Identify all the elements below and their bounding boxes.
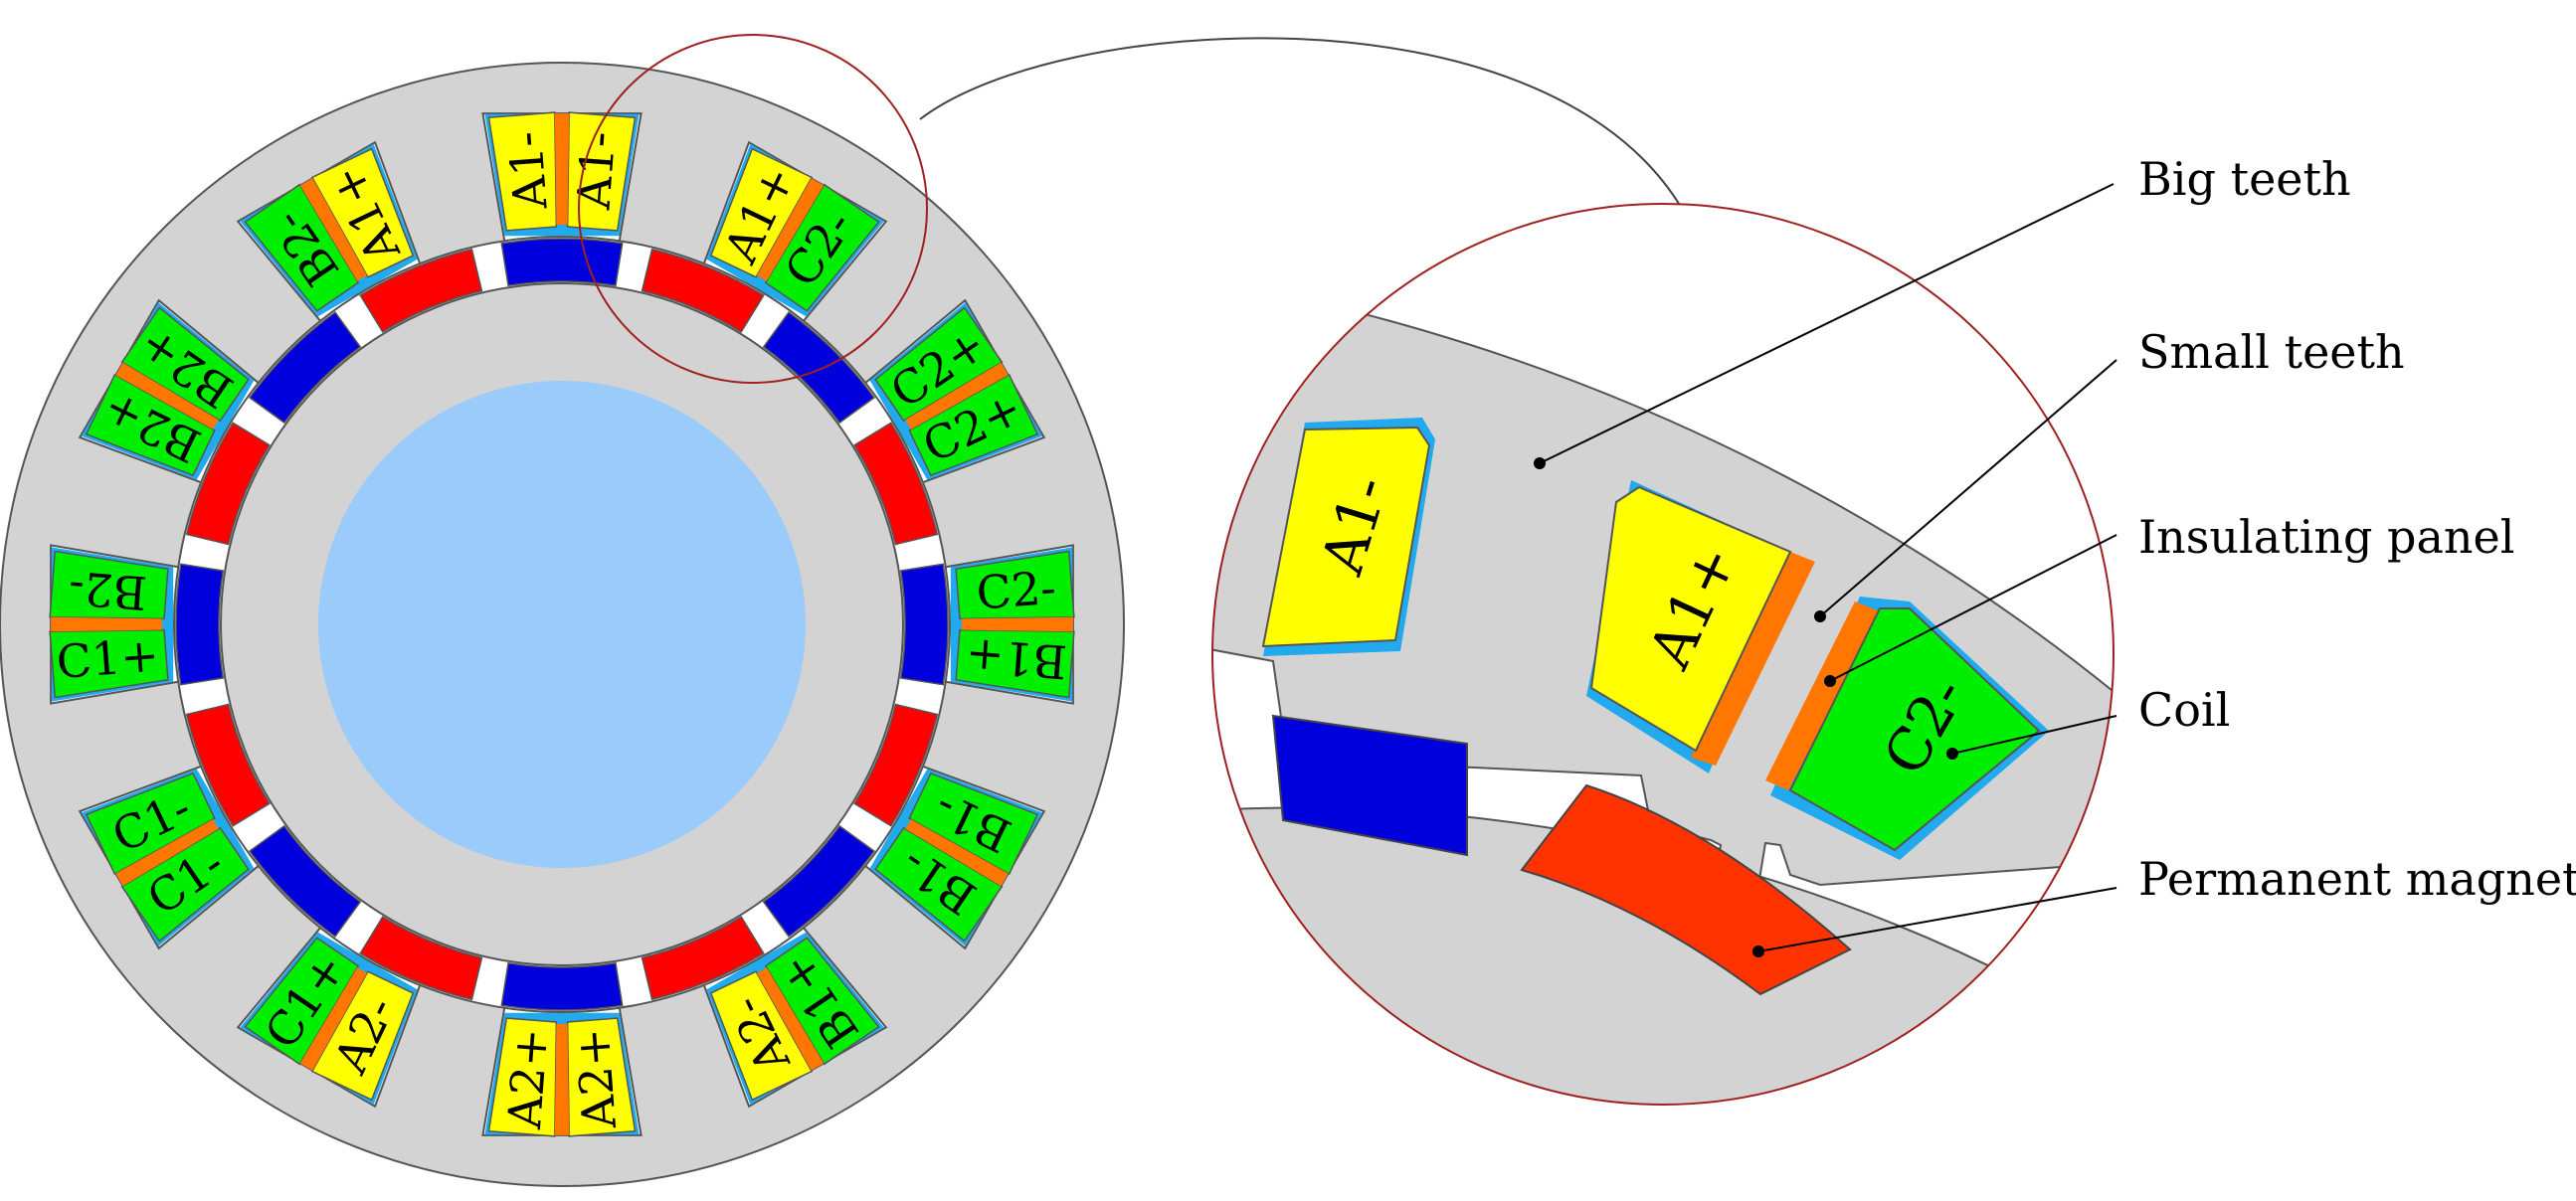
leader-insulating-panel <box>1829 534 2117 682</box>
leader-dot-permanent-magnet <box>1752 945 1764 957</box>
rotor-magnet <box>762 824 875 938</box>
insulating-panel <box>905 819 1009 887</box>
rotor-magnet <box>359 916 483 1001</box>
rotor-magnet <box>641 248 765 333</box>
insulating-panel <box>962 616 1073 632</box>
insulating-panel <box>757 178 825 281</box>
insulating-panel <box>115 362 219 429</box>
insulating-panel <box>299 967 367 1071</box>
rotor-magnet <box>185 422 271 546</box>
coil-right <box>709 970 814 1102</box>
label-small-teeth: Small teeth <box>2138 325 2405 379</box>
rotor-magnet <box>500 961 624 1011</box>
coil-left <box>244 183 360 312</box>
coil-left <box>120 826 250 943</box>
insulating-panel <box>299 178 367 281</box>
label-insulating-panel: Insulating panel <box>2138 510 2515 564</box>
coil-label: B2- <box>67 561 148 620</box>
coil-label: B1+ <box>964 628 1068 689</box>
coil-label: C2- <box>975 561 1058 620</box>
stator-coils: A1-A1-A1+C2-C2+C2+C2-B1+B1-B1-B1+A2-A2+A… <box>49 111 1075 1137</box>
label-big-teeth: Big teeth <box>2138 152 2351 206</box>
coil-right <box>908 373 1039 477</box>
coil-right <box>310 147 415 278</box>
magnifier-connector <box>919 37 1682 208</box>
insulating-panel <box>757 967 825 1071</box>
coil-left <box>566 1017 637 1137</box>
label-coil: Coil <box>2138 683 2230 737</box>
rotor-magnet <box>249 311 362 425</box>
insulating-panel <box>905 362 1009 429</box>
insulating-panel <box>554 113 570 225</box>
coil-label: A1- <box>498 129 558 212</box>
zoom-magnet-blue <box>1271 714 1468 857</box>
coil-left <box>908 772 1039 876</box>
shaft <box>318 381 806 868</box>
coil-left <box>487 111 558 232</box>
leader-dot-big-teeth <box>1534 457 1546 469</box>
coil-left <box>85 373 216 477</box>
insulating-panel <box>51 616 162 632</box>
rotor-magnet <box>899 563 949 686</box>
rotor-magnet <box>249 824 362 938</box>
coil-label: A2+ <box>497 1026 558 1131</box>
coil-left <box>955 550 1075 620</box>
rotor-magnet <box>500 238 624 287</box>
leader-small-teeth <box>1819 359 2117 617</box>
coil-right <box>85 772 216 876</box>
leader-permanent-magnet <box>1757 887 2117 952</box>
rotor-magnet <box>641 916 765 1001</box>
zoom-coil-2 <box>1589 485 1792 753</box>
coil-left <box>874 306 1004 423</box>
zoom-coil-1 <box>1261 426 1431 648</box>
rotor-magnet <box>853 703 939 827</box>
leader-dot-insulating-panel <box>1824 675 1836 687</box>
coil-left <box>764 937 880 1066</box>
coil-right <box>566 111 637 232</box>
label-permanent-magnet: Permanent magnet <box>2138 852 2576 906</box>
coil-left <box>49 628 169 699</box>
zoom-orange-panel-2 <box>1691 552 1815 766</box>
leader-coil <box>1951 715 2117 755</box>
zoom-magnet-red <box>1520 783 1852 996</box>
zoom-orange-panel-3 <box>1765 601 1880 790</box>
leader-dot-small-teeth <box>1814 610 1826 622</box>
coil-left <box>709 147 814 278</box>
rotor-magnet <box>762 311 875 425</box>
insulating-panel <box>554 1024 570 1135</box>
leader-big-teeth <box>1539 183 2115 464</box>
rotor-magnets <box>175 238 949 1011</box>
motor-cross-section: A1-A1-A1+C2-C2+C2+C2-B1+B1-B1-B1+A2-A2+A… <box>0 62 1125 1187</box>
coil-label: A1- <box>566 129 626 212</box>
rotor-magnet <box>175 563 225 686</box>
coil-label: A2+ <box>566 1026 627 1131</box>
coil-left <box>310 970 415 1102</box>
rotor-magnet <box>185 703 271 827</box>
zoomed-detail: A1- A1+ C2- <box>1212 204 2114 1105</box>
callouts: Big teeth Small teeth Insulating panel C… <box>1534 152 2576 957</box>
coil-label: C1+ <box>55 628 161 690</box>
magnifier-zoom-circle <box>1211 203 2115 1106</box>
magnifier-source-circle <box>578 34 928 384</box>
rotor-magnet <box>853 422 939 546</box>
coil-right <box>49 550 169 620</box>
leader-dot-coil <box>1946 748 1958 760</box>
rotor-magnet <box>359 248 483 333</box>
insulating-panel <box>115 819 219 887</box>
coil-right <box>487 1017 558 1137</box>
coil-right <box>955 628 1075 699</box>
